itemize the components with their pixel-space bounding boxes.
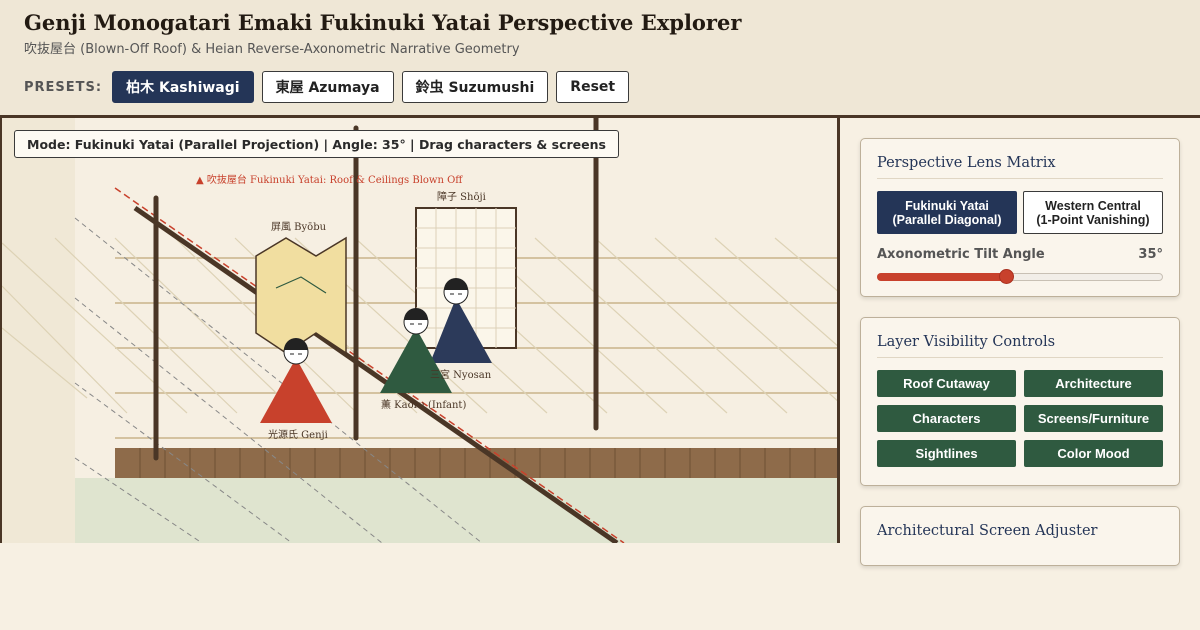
presets-label: PRESETS:: [24, 79, 103, 95]
page-title: Genji Monogatari Emaki Fukinuki Yatai Pe…: [24, 10, 742, 35]
kaoru-label: 薫 Kaoru (Infant): [381, 398, 466, 411]
shoji-label: 障子 Shōji: [437, 190, 486, 203]
lens-western-line1: Western Central: [1045, 198, 1141, 213]
roof-cut-line: [114, 187, 625, 543]
reset-button[interactable]: Reset: [556, 71, 630, 103]
genji-label: 光源氏 Genji: [268, 428, 328, 441]
diagonal-beam: [133, 205, 619, 543]
character-kaoru[interactable]: [380, 308, 452, 393]
lens-panel-title: Perspective Lens Matrix: [877, 155, 1163, 179]
preset-bar: PRESETS: 柏木 Kashiwagi 東屋 Azumaya 鈴虫 Suzu…: [24, 71, 630, 103]
layer-button-grid: Roof Cutaway Architecture Characters Scr…: [877, 370, 1163, 467]
lens-western-button[interactable]: Western Central (1-Point Vanishing): [1023, 191, 1163, 234]
layer-color-mood-button[interactable]: Color Mood: [1024, 440, 1163, 467]
layers-panel: Layer Visibility Controls Roof Cutaway A…: [860, 317, 1180, 486]
tilt-label: Axonometric Tilt Angle: [877, 247, 1045, 262]
tilt-slider-thumb[interactable]: [998, 269, 1014, 284]
plank-seams: [139, 448, 816, 478]
lens-fukinuki-line2: (Parallel Diagonal): [892, 212, 1002, 227]
layer-architecture-button[interactable]: Architecture: [1024, 370, 1163, 397]
screen-adjuster-panel: Architectural Screen Adjuster: [860, 506, 1180, 566]
lens-western-line2: (1-Point Vanishing): [1036, 212, 1150, 227]
veranda-planks: [115, 448, 837, 478]
page-subtitle: 吹抜屋台 (Blown-Off Roof) & Heian Reverse-Ax…: [24, 42, 520, 57]
lens-fukinuki-line1: Fukinuki Yatai: [905, 198, 989, 213]
byobu-screen[interactable]: [255, 236, 347, 355]
screen-adjuster-title: Architectural Screen Adjuster: [877, 523, 1098, 539]
scene-canvas[interactable]: ▲ 吹抜屋台 Fukinuki Yatai: Roof & Ceilings B…: [0, 118, 840, 543]
app-header: Genji Monogatari Emaki Fukinuki Yatai Pe…: [0, 0, 1200, 118]
tilt-slider[interactable]: [877, 269, 1163, 284]
preset-kashiwagi-button[interactable]: 柏木 Kashiwagi: [112, 71, 254, 103]
layer-roof-cutaway-button[interactable]: Roof Cutaway: [877, 370, 1016, 397]
sightlines: [74, 217, 483, 543]
tilt-row: Axonometric Tilt Angle 35°: [877, 247, 1163, 262]
garden-ground: [75, 478, 837, 543]
roof-cutaway-note: ▲ 吹抜屋台 Fukinuki Yatai: Roof & Ceilings B…: [196, 173, 463, 186]
character-genji[interactable]: [260, 338, 332, 423]
tilt-slider-fill: [877, 273, 1006, 281]
preset-azumaya-button[interactable]: 東屋 Azumaya: [261, 71, 394, 103]
preset-suzumushi-button[interactable]: 鈴虫 Suzumushi: [401, 71, 549, 103]
byobu-label: 屏風 Byōbu: [271, 221, 327, 233]
layer-characters-button[interactable]: Characters: [877, 405, 1016, 432]
lens-panel: Perspective Lens Matrix Fukinuki Yatai (…: [860, 138, 1180, 297]
character-nyosan[interactable]: [430, 278, 492, 363]
tilt-value: 35°: [1138, 247, 1163, 262]
layer-sightlines-button[interactable]: Sightlines: [877, 440, 1016, 467]
left-margin-strip: [2, 118, 75, 543]
layer-screens-furniture-button[interactable]: Screens/Furniture: [1024, 405, 1163, 432]
lens-options: Fukinuki Yatai (Parallel Diagonal) Weste…: [877, 191, 1163, 234]
scene-illustration: ▲ 吹抜屋台 Fukinuki Yatai: Roof & Ceilings B…: [2, 118, 837, 543]
mode-status: Mode: Fukinuki Yatai (Parallel Projectio…: [14, 130, 619, 158]
lens-fukinuki-button[interactable]: Fukinuki Yatai (Parallel Diagonal): [877, 191, 1017, 234]
nyosan-label: 三宮 Nyosan: [430, 368, 492, 381]
layers-panel-title: Layer Visibility Controls: [877, 334, 1163, 358]
